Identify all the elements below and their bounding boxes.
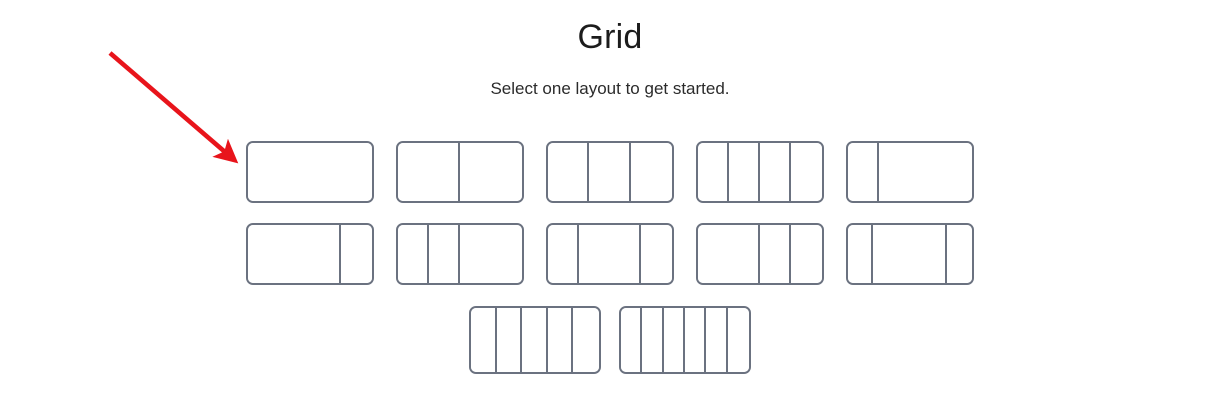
tile-cell [947,225,972,283]
tile-cell [641,225,672,283]
tile-cell [248,143,372,201]
header: Grid Select one layout to get started. [0,0,1220,99]
layout-1-column[interactable] [246,141,374,203]
tile-cell [729,143,760,201]
tile-cell [496,308,523,372]
tile-cell [460,225,522,283]
tile-cell [848,225,873,283]
layout-5-columns-equal[interactable] [469,306,601,374]
tile-cell [429,225,460,283]
layout-row-2 [0,223,1220,285]
tile-cell [760,225,791,283]
tile-cell [791,225,822,283]
tile-cell [698,225,760,283]
tile-cell [471,308,497,372]
tile-cell [642,308,664,372]
tile-cell [548,143,590,201]
layout-row-3 [0,306,1220,374]
layout-3-columns-equal[interactable] [546,141,674,203]
tile-cell [547,308,574,372]
tile-cell [248,225,341,283]
page-title: Grid [577,18,643,56]
layout-narrow-narrow-wide[interactable] [396,223,524,285]
tile-cell [589,143,631,201]
tile-cell [548,225,579,283]
layout-wide-narrow[interactable] [246,223,374,285]
tile-cell [791,143,822,201]
tile-cell [848,143,879,201]
tile-cell [341,225,372,283]
layout-4-columns-equal[interactable] [696,141,824,203]
layout-2-columns-equal[interactable] [396,141,524,203]
layout-6-columns-equal[interactable] [619,306,751,374]
layout-row-1 [0,141,1220,203]
tile-cell [698,143,729,201]
tile-cell [398,225,429,283]
tile-cell [398,143,460,201]
tile-cell [727,308,749,372]
tile-cell [460,143,522,201]
layout-wide-narrow-narrow[interactable] [696,223,824,285]
layout-narrow-wide-narrow[interactable] [546,223,674,285]
tile-cell [872,225,948,283]
tile-cell [579,225,641,283]
page-subtitle: Select one layout to get started. [490,79,730,98]
tile-cell [760,143,791,201]
layout-narrow-wider-narrow[interactable] [846,223,974,285]
tile-cell [522,308,548,372]
layout-chooser [0,141,1220,374]
tile-cell [630,143,672,201]
tile-cell [684,308,707,372]
tile-cell [879,143,972,201]
tile-cell [706,308,728,372]
tile-cell [663,308,685,372]
layout-narrow-wide[interactable] [846,141,974,203]
tile-cell [573,308,599,372]
tile-cell [621,308,643,372]
